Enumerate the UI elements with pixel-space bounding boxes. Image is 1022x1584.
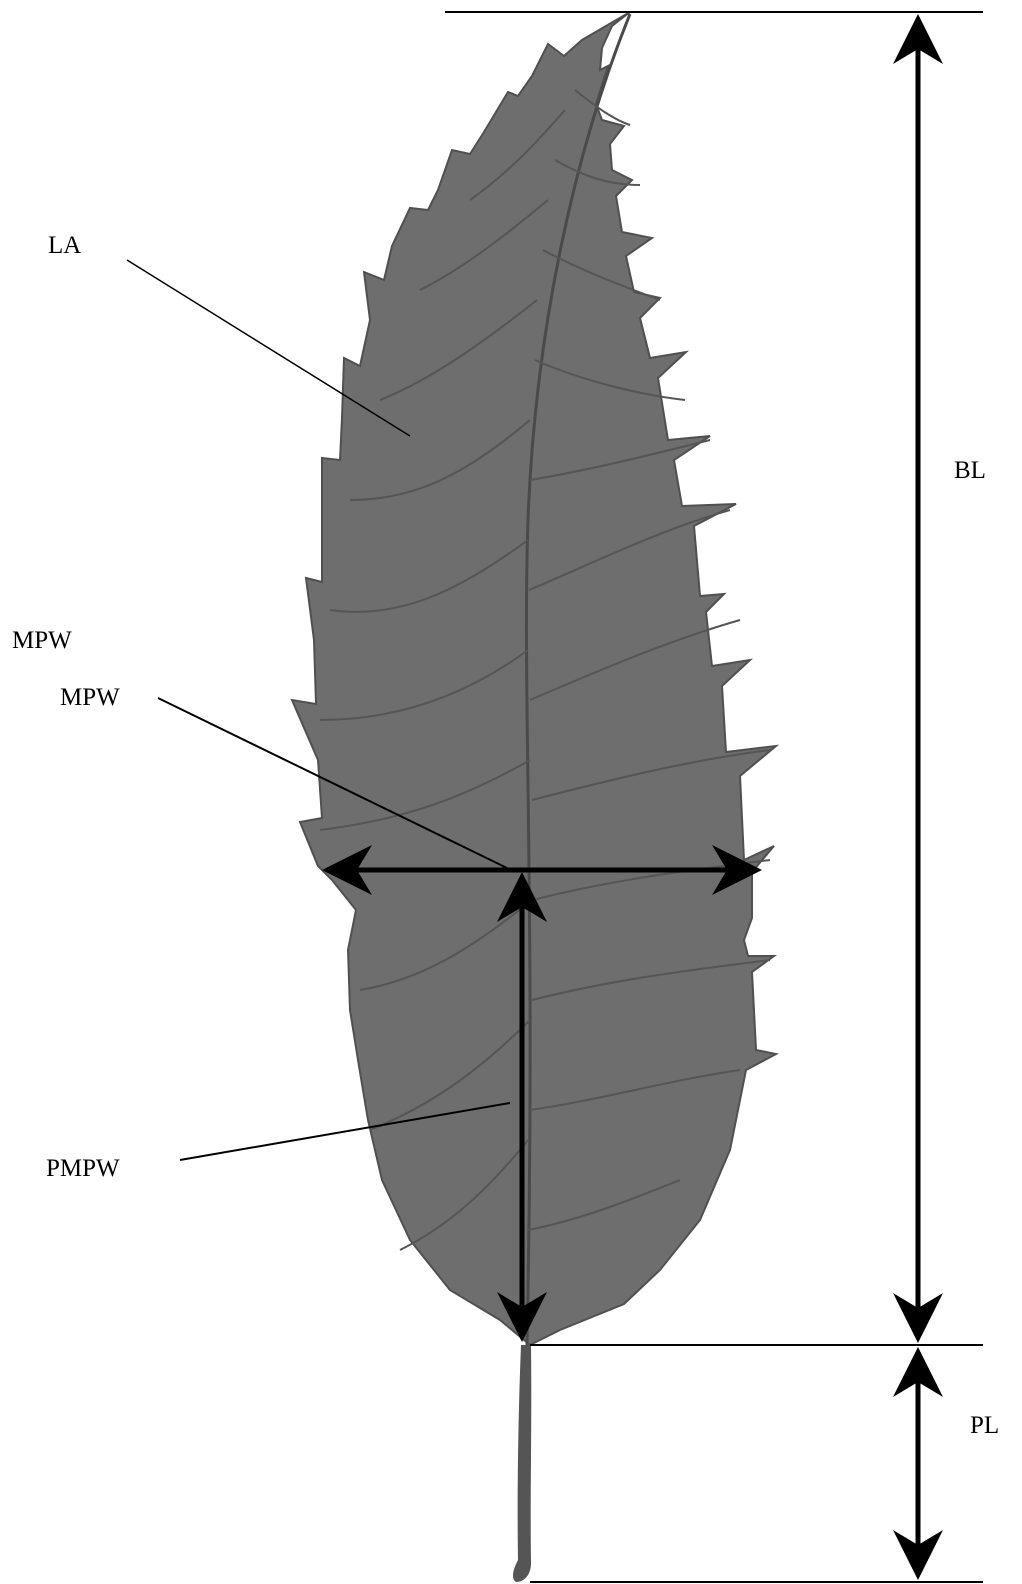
pmpw-label: PMPW xyxy=(46,1156,120,1181)
mpw-outer-label: MPW xyxy=(12,628,72,653)
petiole xyxy=(513,1345,531,1582)
la-label: LA xyxy=(48,233,81,258)
bl-label: BL xyxy=(954,458,986,483)
mpw-label: MPW xyxy=(60,685,120,710)
pl-label: PL xyxy=(970,1413,999,1438)
